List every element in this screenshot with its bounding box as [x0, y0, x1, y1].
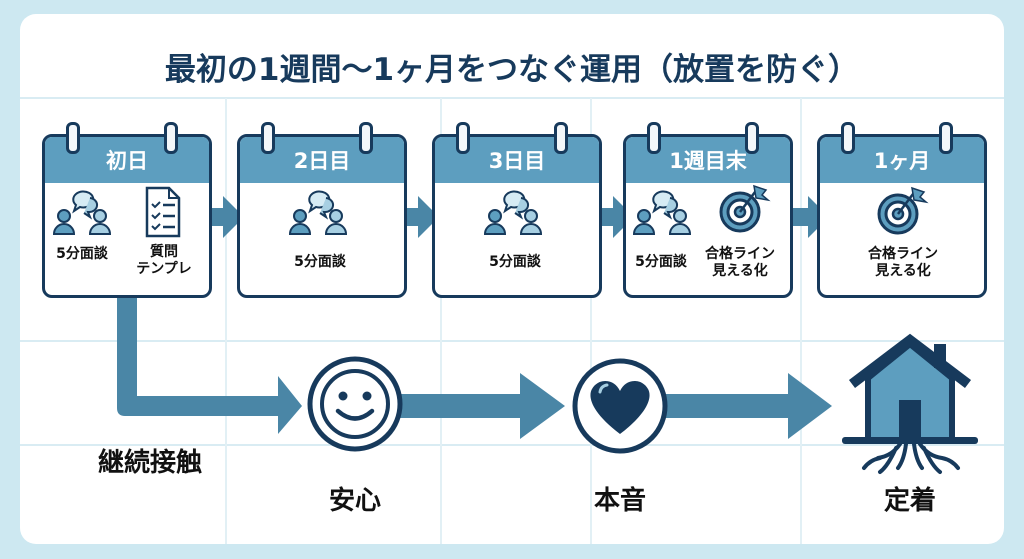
target-flag-icon: [877, 186, 928, 235]
binder-ring-icon: [841, 122, 855, 154]
binder-ring-icon: [456, 122, 470, 154]
calendar-label: 2日目: [293, 149, 351, 173]
arrow-icon: [190, 196, 244, 238]
binder-ring-icon: [554, 122, 568, 154]
grid-line: [225, 98, 227, 544]
calendar-item-text: 合格ライン 見える化: [868, 246, 938, 279]
page-title: 最初の1週間〜1ヶ月をつなぐ運用（放置を防ぐ）: [164, 52, 860, 88]
meeting-icon: [633, 190, 691, 235]
arrow-icon: [400, 373, 565, 439]
step-label: 安心: [328, 486, 381, 516]
calendar-label: 3日目: [488, 149, 546, 173]
diagram-card: 最初の1週間〜1ヶ月をつなぐ運用（放置を防ぐ） 初日 2日目 3日目 1週目末: [20, 14, 1004, 544]
arrow-icon: [775, 196, 829, 238]
target-flag-icon: [719, 184, 770, 233]
smiley-icon: [307, 356, 403, 452]
rooted-house-icon: [842, 333, 978, 474]
binder-ring-icon: [745, 122, 759, 154]
meeting-icon: [53, 190, 111, 235]
arrow-icon: [385, 196, 439, 238]
binder-ring-icon: [164, 122, 178, 154]
arrow-icon: [660, 373, 832, 439]
calendar-item-text: 質問 テンプレ: [136, 244, 192, 277]
calendar-label: 1ヶ月: [873, 149, 931, 173]
calendar-item-text: 5分面談: [635, 254, 687, 270]
grid-line: [440, 98, 442, 544]
calendar-day-3: 3日目: [432, 122, 602, 298]
step-label: 本音: [593, 486, 646, 516]
grid-line: [20, 444, 1004, 446]
meeting-icon: [289, 190, 347, 235]
calendar-item-text: 合格ライン 見える化: [705, 246, 775, 279]
calendar-item-text: 5分面談: [56, 246, 108, 262]
branch-label: 継続接触: [98, 448, 203, 478]
grid-line: [590, 98, 592, 544]
heart-icon: [572, 358, 668, 454]
binder-ring-icon: [66, 122, 80, 154]
meeting-icon: [484, 190, 542, 235]
timeline-arrows: [117, 196, 832, 439]
binder-ring-icon: [359, 122, 373, 154]
calendar-day-2: 2日目: [237, 122, 407, 298]
calendar-week-1-end: 1週目末: [623, 122, 793, 298]
arrow-icon: [580, 196, 634, 238]
calendar-item-text: 5分面談: [489, 254, 541, 270]
binder-ring-icon: [647, 122, 661, 154]
grid-line: [800, 98, 802, 544]
step-label: 定着: [883, 486, 936, 516]
calendar-label: 初日: [106, 149, 148, 173]
checklist-document-icon: [145, 186, 181, 238]
grid-line: [20, 97, 1004, 99]
branch-arrow-icon: [117, 294, 302, 434]
calendar-item-text: 5分面談: [294, 254, 346, 270]
grid-line: [20, 340, 1004, 342]
calendar-month-1: 1ヶ月: [817, 122, 987, 298]
binder-ring-icon: [261, 122, 275, 154]
binder-ring-icon: [939, 122, 953, 154]
calendar-label: 1週目末: [669, 149, 747, 173]
